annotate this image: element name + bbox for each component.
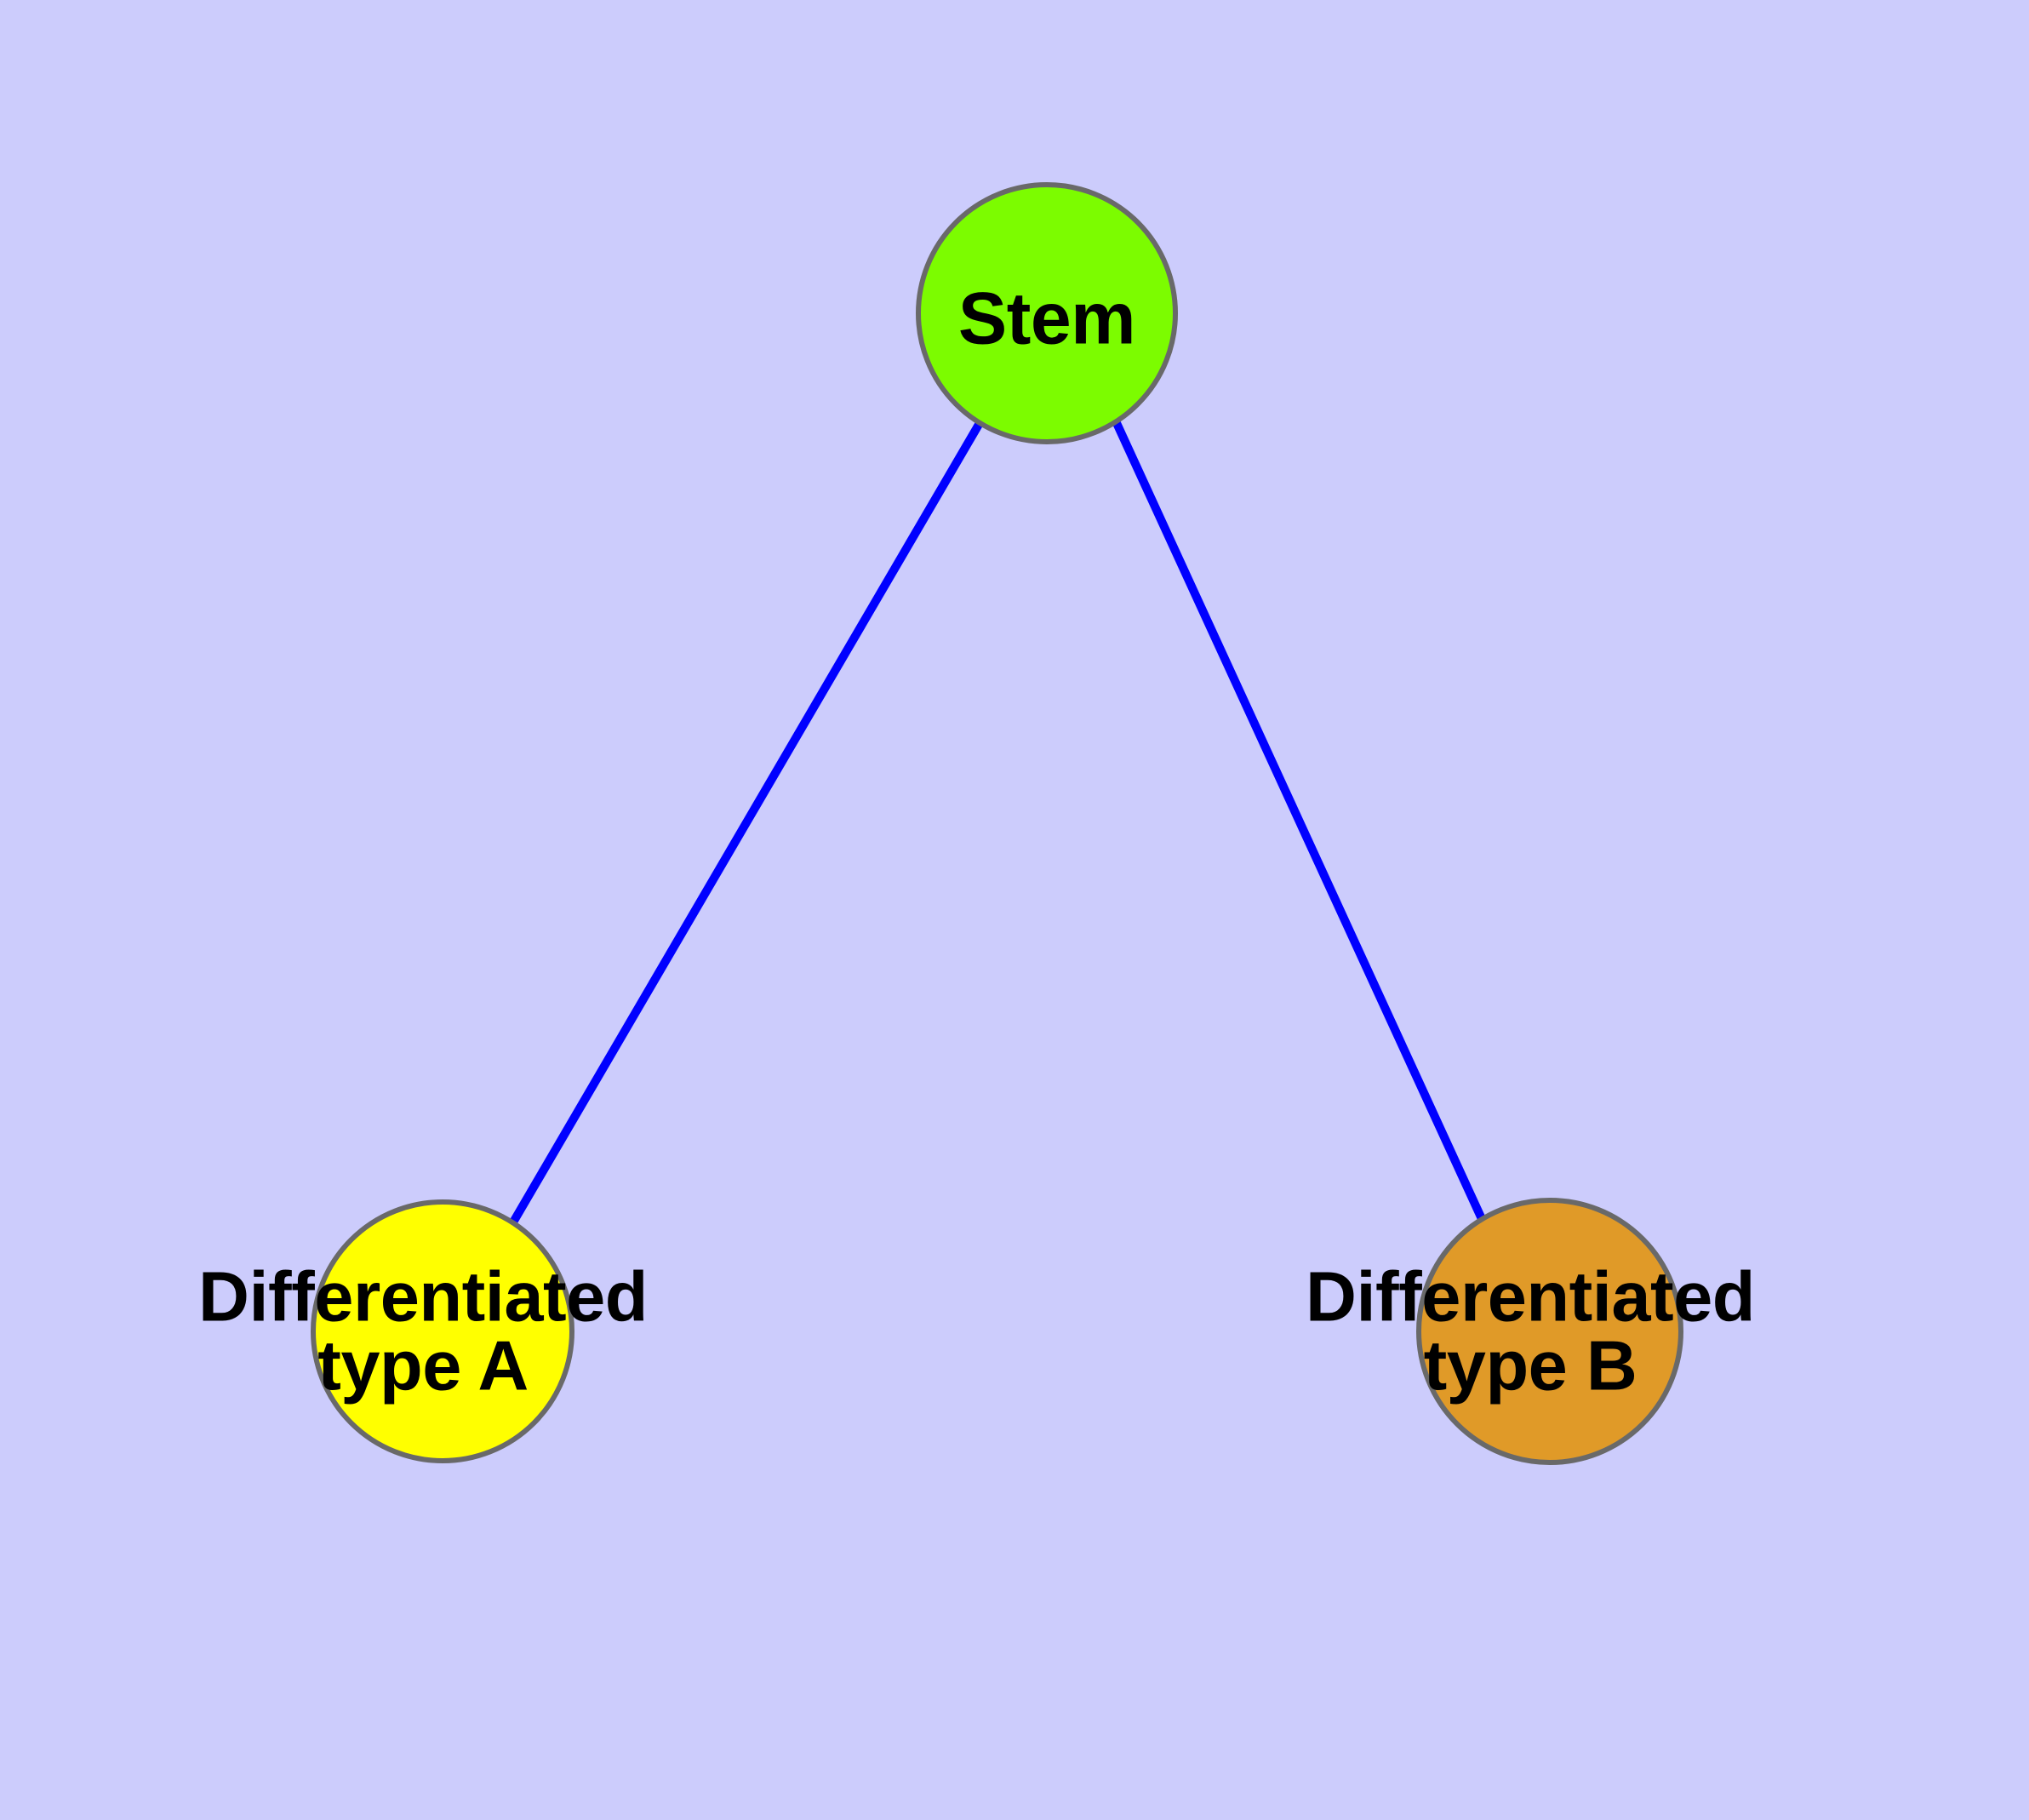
node-stem-circle[interactable] (916, 182, 1178, 444)
edge-layer (510, 421, 1487, 1223)
edge-stem-to-diff-b (1112, 421, 1487, 1223)
edge-stem-to-diff-a (510, 421, 984, 1223)
node-diff-b-circle[interactable] (1416, 1198, 1683, 1465)
node-layer (311, 182, 1683, 1465)
node-diff-a-circle[interactable] (311, 1199, 574, 1463)
